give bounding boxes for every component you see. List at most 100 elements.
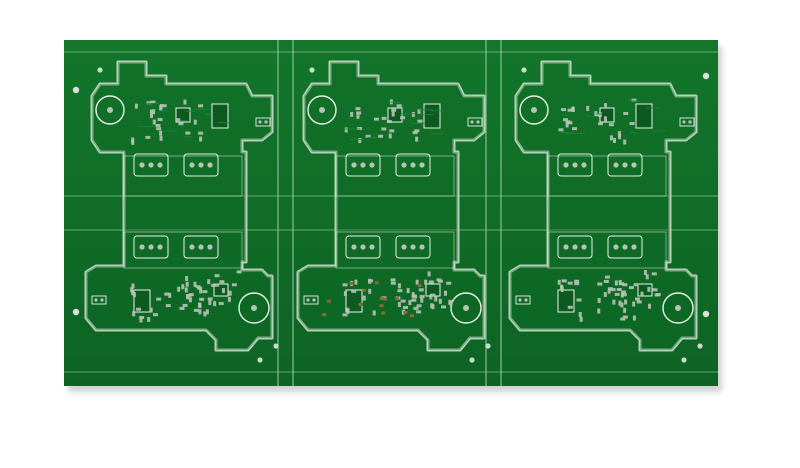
smd-pad	[188, 297, 192, 303]
smd-pad	[624, 299, 628, 305]
header-footprint	[303, 295, 319, 305]
smd-pad	[208, 300, 212, 306]
smd-pad	[146, 101, 152, 105]
smd-pad	[185, 131, 191, 135]
smd-pad	[175, 118, 181, 122]
smd-pad	[227, 296, 231, 302]
smd-pad	[156, 127, 162, 131]
header-pad	[312, 298, 316, 302]
connector-footprint-icon	[133, 235, 169, 259]
through-hole-pad	[622, 162, 628, 168]
header-footprint	[91, 295, 107, 305]
smd-pad	[446, 281, 452, 285]
smd-pad	[357, 126, 363, 130]
smd-pad	[567, 121, 573, 125]
smd-pad	[130, 287, 134, 293]
smd-pad	[617, 131, 621, 137]
header-pad	[100, 298, 104, 302]
smd-pad	[416, 304, 422, 308]
smd-pad	[181, 284, 185, 290]
through-hole-pad	[139, 162, 145, 168]
through-hole-pad	[198, 162, 204, 168]
panel-separators	[277, 40, 502, 386]
through-hole-pad	[581, 244, 587, 250]
smd-pad	[636, 300, 642, 304]
smd-pad	[198, 104, 204, 108]
smd-pad	[634, 297, 640, 301]
routed-slot	[296, 60, 486, 352]
round-footprint	[662, 292, 694, 324]
smd-pad	[632, 301, 636, 307]
smd-pad	[177, 286, 181, 292]
through-hole-pad	[631, 244, 637, 250]
smd-pad	[415, 279, 419, 285]
through-hole-pad	[563, 244, 569, 250]
smd-pad	[159, 135, 163, 141]
mounting-hole-icon	[702, 310, 710, 318]
through-hole-pad	[572, 162, 578, 168]
header-pad	[476, 120, 480, 124]
round-footprint	[519, 95, 549, 125]
smd-pad	[648, 303, 652, 309]
through-hole-pad	[139, 244, 145, 250]
header-pad	[264, 120, 268, 124]
component-pad	[358, 302, 363, 306]
round-footprint	[450, 292, 482, 324]
smd-pad	[161, 104, 167, 108]
smd-pad	[603, 116, 607, 122]
pcb-module-3	[508, 60, 703, 363]
smd-pad	[199, 136, 203, 142]
smd-pad	[198, 303, 202, 309]
smd-pad	[417, 108, 421, 114]
through-hole-pad	[189, 162, 195, 168]
smd-pad	[351, 289, 357, 293]
smd-pad	[213, 301, 217, 307]
smd-pad	[368, 288, 372, 294]
smd-pad	[574, 282, 580, 286]
bay-outline	[123, 155, 243, 197]
round-pad	[463, 305, 469, 311]
smd-pad	[386, 120, 392, 124]
smd-pad	[131, 283, 135, 289]
smd-pad	[597, 282, 603, 286]
smd-pad	[149, 109, 153, 115]
mounting-hole-icon	[697, 343, 703, 349]
round-pad	[675, 305, 681, 311]
through-hole-pad	[613, 162, 619, 168]
smd-pad	[356, 111, 362, 115]
smd-pad	[604, 103, 608, 109]
smd-pad	[168, 292, 172, 298]
component-pad	[349, 281, 354, 285]
ic-footprint-icon	[635, 103, 653, 129]
smd-pad	[411, 292, 415, 298]
module-area	[510, 62, 696, 350]
smd-pad	[607, 287, 613, 291]
round-pad	[319, 107, 325, 113]
mounting-hole-icon	[521, 67, 527, 73]
through-hole-pad	[622, 244, 628, 250]
smd-pad	[185, 281, 189, 287]
ic-footprint-icon	[599, 107, 615, 123]
smd-pad	[218, 302, 224, 306]
bay-outline	[123, 231, 243, 269]
smd-pad	[620, 302, 624, 308]
smd-pad	[558, 128, 564, 132]
component-pad	[394, 297, 399, 301]
smd-pad	[643, 270, 647, 276]
smd-pad	[198, 309, 202, 315]
through-hole-pad	[351, 162, 357, 168]
component-pad	[379, 304, 384, 308]
connector-footprint-icon	[345, 235, 381, 259]
smd-pad	[152, 109, 156, 115]
connector-footprint-icon	[607, 235, 643, 259]
smd-pad	[614, 292, 620, 296]
header-pad	[518, 298, 522, 302]
smd-pad	[381, 116, 387, 120]
through-hole-pad	[189, 244, 195, 250]
smd-pad	[179, 306, 185, 310]
smd-pad	[567, 108, 573, 112]
smd-pad	[419, 295, 425, 299]
smd-pad	[434, 296, 438, 302]
smd-pad	[430, 293, 436, 297]
through-hole-pad	[563, 162, 569, 168]
